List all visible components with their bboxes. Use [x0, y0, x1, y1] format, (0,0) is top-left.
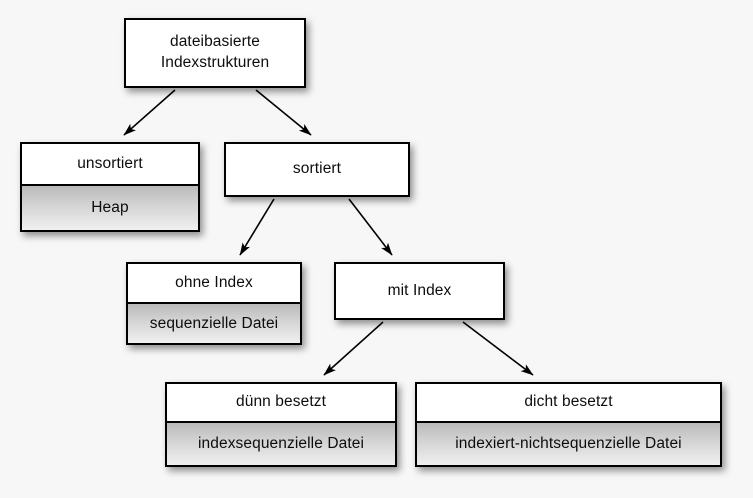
node-title: unsortiert	[22, 144, 198, 184]
edge-sortiert-to-mit-index	[348, 198, 393, 256]
node-title: ohne Index	[128, 264, 300, 302]
node-title: sortiert	[226, 144, 408, 195]
node-title: dünn besetzt	[167, 384, 395, 421]
node-title: dateibasierte Indexstrukturen	[126, 20, 304, 86]
edge-root-to-sortiert	[255, 89, 312, 136]
edge-mit-index-to-dicht-besetzt	[462, 321, 534, 376]
node-title: mit Index	[336, 264, 503, 318]
node-dateibasierte-indexstrukturen[interactable]: dateibasierte Indexstrukturen	[124, 18, 306, 88]
node-sublabel-indexsequenzielle-datei: indexsequenzielle Datei	[167, 421, 395, 465]
edge-mit-index-to-duenn-besetzt	[323, 321, 384, 376]
edge-root-to-unsortiert	[123, 89, 176, 136]
edge-sortiert-to-ohne-index	[239, 198, 275, 256]
node-mit-index[interactable]: mit Index	[334, 262, 505, 320]
node-sublabel-heap: Heap	[22, 184, 198, 230]
node-sublabel-indexiert-nichtsequenzielle-datei: indexiert-nichtsequenzielle Datei	[417, 421, 720, 465]
node-unsortiert[interactable]: unsortiert Heap	[20, 142, 200, 232]
node-dicht-besetzt[interactable]: dicht besetzt indexiert-nichtsequenziell…	[415, 382, 722, 467]
node-duenn-besetzt[interactable]: dünn besetzt indexsequenzielle Datei	[165, 382, 397, 467]
node-sublabel-sequenzielle-datei: sequenzielle Datei	[128, 302, 300, 343]
node-ohne-index[interactable]: ohne Index sequenzielle Datei	[126, 262, 302, 345]
node-sortiert[interactable]: sortiert	[224, 142, 410, 197]
node-title: dicht besetzt	[417, 384, 720, 421]
